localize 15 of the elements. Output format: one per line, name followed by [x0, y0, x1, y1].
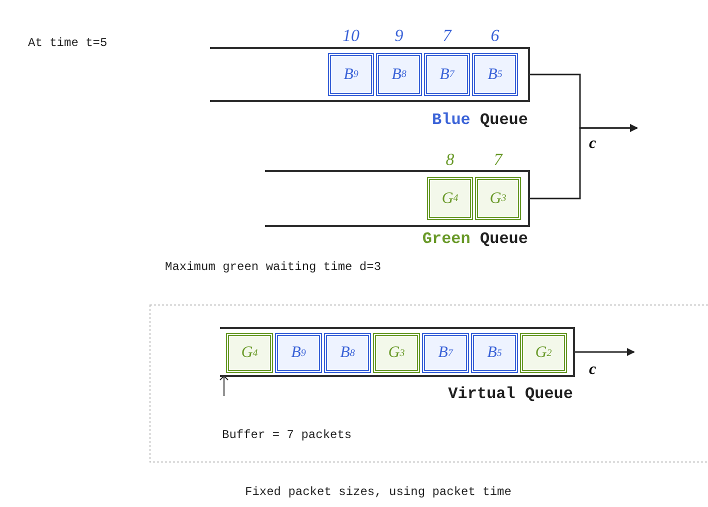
- arrival-time: 8: [444, 150, 456, 170]
- arrival-time: 10: [342, 26, 360, 46]
- note-text: Fixed packet sizes, using packet time: [245, 485, 512, 499]
- queue-label: Blue Queue: [432, 111, 528, 129]
- note-text: Maximum green waiting time d=3: [165, 260, 382, 274]
- queue-label: Green Queue: [422, 230, 528, 248]
- arrival-time: 7: [492, 150, 504, 170]
- arrow: [575, 348, 635, 356]
- note-text: Buffer = 7 packets: [222, 428, 352, 442]
- arrival-time: 7: [442, 26, 453, 46]
- arrow: [530, 124, 638, 200]
- arrival-time: 6: [490, 26, 500, 46]
- queue-label: Virtual Queue: [448, 385, 573, 403]
- note-text: At time t=5: [28, 36, 108, 50]
- arrival-time: 9: [394, 26, 404, 46]
